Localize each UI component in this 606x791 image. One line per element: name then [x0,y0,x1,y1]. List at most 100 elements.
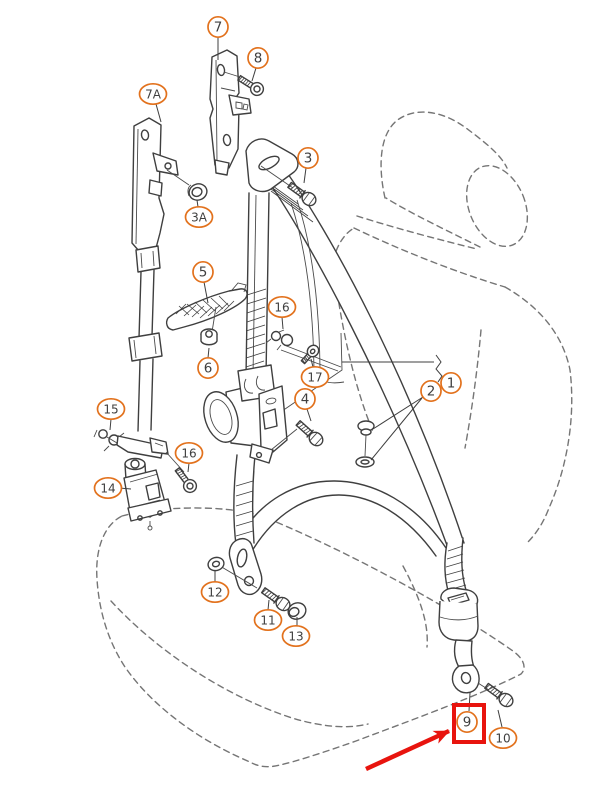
callout-1[interactable]: 1 [440,371,462,395]
callout-3a-label: 3A [191,211,208,225]
callout-16-lower[interactable]: 16 [174,441,204,465]
callout-3-circle[interactable] [297,146,319,170]
callout-14-label: 14 [100,482,115,496]
bolt-10 [482,680,517,710]
pretensioner-14 [116,435,185,531]
part-7a-height-adjuster [128,117,190,362]
highlight-arrow [365,728,450,772]
callout-9-circle[interactable] [456,710,478,734]
callout-7a[interactable]: 7A [138,82,168,106]
callout-16-lower-leader-0 [187,462,190,473]
callout-5[interactable]: 5 [192,260,214,284]
callout-16-lower-label: 16 [181,447,196,461]
cap-13 [287,602,307,620]
callout-1-leader-1 [435,354,443,383]
callout-8[interactable]: 8 [247,46,269,70]
callout-16-lower-circle[interactable] [174,441,204,465]
callout-11-label: 11 [260,614,275,628]
clip-15 [93,429,125,452]
callout-10-label: 10 [495,732,510,746]
callout-2-leader-1 [370,397,423,461]
callout-9-label: 9 [463,715,472,731]
callout-10[interactable]: 10 [488,726,518,750]
callout-5-circle[interactable] [192,260,214,284]
highlight-box-item-9 [452,703,486,744]
callout-9[interactable]: 9 [456,710,478,734]
callout-16-upper-leader-0 [281,316,284,330]
callout-3-leader-0 [303,167,307,184]
callout-13[interactable]: 13 [281,624,311,648]
callout-11[interactable]: 11 [253,608,283,632]
bolt-11 [259,584,294,614]
callout-4[interactable]: 4 [294,387,316,411]
callout-3a-circle[interactable] [184,205,214,229]
callout-2-label: 2 [427,384,436,400]
callout-15-circle[interactable] [96,397,126,421]
callout-4-leader-0 [306,408,312,422]
callout-2[interactable]: 2 [420,379,442,403]
callout-6[interactable]: 6 [197,356,219,380]
seat-backrest [356,215,478,250]
callout-17-label: 17 [307,371,322,385]
callout-16-upper[interactable]: 16 [267,295,297,319]
seat-cushion [96,507,525,768]
buckle-9-assembly [438,537,490,694]
seatbelt-webbing [137,162,465,557]
callout-3-label: 3 [304,151,313,167]
washer-12 [207,556,225,572]
callout-7a-label: 7A [145,88,162,102]
callout-17[interactable]: 17 [300,365,330,389]
callout-2-leader-0 [372,396,424,430]
callout-3[interactable]: 3 [297,146,319,170]
callout-9-leader-0 [468,692,471,712]
callout-8-circle[interactable] [247,46,269,70]
callout-10-circle[interactable] [488,726,518,750]
bolt-4 [293,417,327,450]
grommet-3a [187,183,208,201]
callout-1-circle[interactable] [440,371,462,395]
callout-4-circle[interactable] [294,387,316,411]
callout-16-upper-circle[interactable] [267,295,297,319]
callout-13-circle[interactable] [281,624,311,648]
callout-12[interactable]: 12 [200,580,230,604]
callout-5-label: 5 [199,265,208,281]
part-7-height-adjuster [209,49,252,176]
seat-outline [96,111,573,768]
bolt-8 [235,71,267,99]
callout-14-circle[interactable] [93,476,123,500]
callout-12-circle[interactable] [200,580,230,604]
callout-4-label: 4 [301,392,310,408]
callout-11-circle[interactable] [253,608,283,632]
shoulder-belt-edge [261,171,449,549]
callout-7[interactable]: 7 [207,15,229,39]
callout-6-leader-0 [207,347,210,359]
callout-7-label: 7 [214,20,223,36]
seat-headrest [380,111,508,199]
callout-8-leader-0 [251,67,257,82]
callout-7a-circle[interactable] [138,82,168,106]
callout-7a-leader-0 [155,103,162,123]
callout-11-leader-0 [267,599,270,611]
callout-6-circle[interactable] [197,356,219,380]
lap-belt-edge [237,480,447,549]
callout-15-label: 15 [103,403,118,417]
callout-14[interactable]: 14 [93,476,123,500]
callout-7-circle[interactable] [207,15,229,39]
stop-button-2 [355,420,375,468]
callout-3a-leader-0 [196,199,199,208]
callout-16-upper-label: 16 [274,301,289,315]
clip-16-upper [265,329,294,351]
callout-15-leader-0 [109,418,112,431]
callout-15[interactable]: 15 [96,397,126,421]
callout-leaders [109,37,503,728]
red-highlight [365,703,486,772]
callout-2-circle[interactable] [420,379,442,403]
callout-1-label: 1 [447,376,456,392]
callout-17-circle[interactable] [300,365,330,389]
callout-17-leader-0 [310,358,314,368]
top-anchor-plate [245,138,299,193]
callout-6-label: 6 [204,361,213,377]
retractor-assembly [203,364,298,464]
callout-3a[interactable]: 3A [184,205,214,229]
